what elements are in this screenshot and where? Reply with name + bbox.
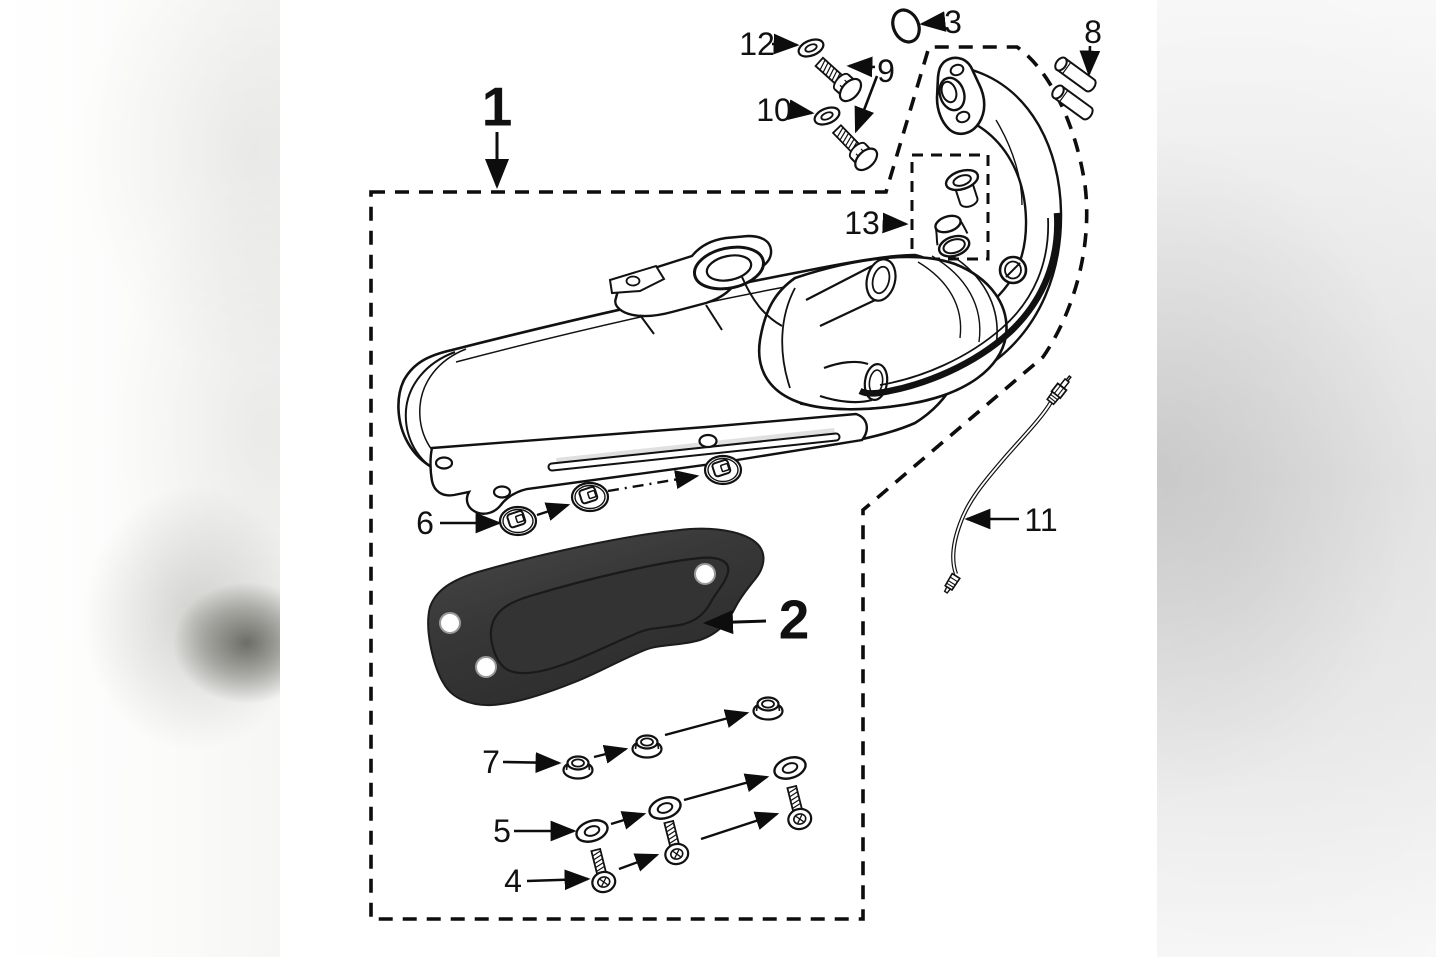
shield-hole <box>439 612 461 634</box>
flange-bolts <box>498 454 743 537</box>
arrow-9a <box>846 56 876 78</box>
plug-cap <box>934 214 971 258</box>
callout-label-7: 7 <box>482 744 500 780</box>
arrow-3 <box>919 11 947 32</box>
header-pipe <box>935 56 1063 362</box>
callout-arrows <box>440 11 1101 891</box>
plug-bushing <box>944 168 980 208</box>
exhaust-flange <box>935 56 986 136</box>
o-ring <box>891 8 921 44</box>
sensor-boss <box>998 255 1028 285</box>
callout-label-13: 13 <box>844 205 880 241</box>
washer-12 <box>797 38 825 58</box>
flat-washers <box>575 756 807 843</box>
plug-box-dashed-outline <box>910 153 990 261</box>
callout-label-2: 2 <box>778 588 810 651</box>
hanger-bracket <box>608 234 783 335</box>
shield-hole <box>475 656 497 678</box>
exhaust-studs <box>1051 56 1097 121</box>
strap-hole <box>434 456 454 470</box>
cable-connector-top <box>1046 374 1072 406</box>
rubber-grommets <box>562 696 784 780</box>
callout-label-10: 10 <box>756 92 792 128</box>
bracket-hole <box>625 275 641 287</box>
shield-hole <box>694 563 716 585</box>
washer-10 <box>813 106 841 126</box>
heat-shield <box>427 527 765 707</box>
callout-label-8: 8 <box>1084 14 1102 50</box>
arrow-9b <box>854 75 879 134</box>
cable-connector-bottom <box>943 572 961 594</box>
kit-boundary-dashed-outline <box>369 45 1089 921</box>
callout-label-4: 4 <box>504 863 522 899</box>
arrow-13 <box>882 212 909 234</box>
hex-bolts <box>814 56 879 172</box>
callout-label-6: 6 <box>416 505 434 541</box>
arrow-4 <box>526 869 591 891</box>
trumpet-pipe <box>805 258 897 327</box>
right-blur-margin <box>1157 0 1436 957</box>
strap-hole <box>698 433 718 449</box>
small-washers <box>797 38 841 126</box>
arrow-7 <box>502 752 562 773</box>
sensor-cable <box>943 374 1072 594</box>
callout-label-1: 1 <box>481 75 513 138</box>
arrow-12 <box>771 33 800 55</box>
pipe-heat-band <box>858 212 1061 397</box>
callout-label-3: 3 <box>944 4 962 40</box>
strap-hole <box>492 485 512 499</box>
shield-screws <box>590 784 813 894</box>
muffler-mounting-strap <box>429 412 868 515</box>
rubber-plugs <box>934 168 980 258</box>
callout-label-9: 9 <box>877 53 895 89</box>
callout-label-12: 12 <box>739 26 775 62</box>
arrow-2 <box>703 610 767 635</box>
left-blur-margin <box>0 0 280 957</box>
catalyst-elbow <box>757 212 1061 411</box>
callout-label-5: 5 <box>493 813 511 849</box>
arrow-8 <box>1079 45 1101 77</box>
callout-label-11: 11 <box>1024 502 1058 538</box>
arrow-10 <box>787 99 815 120</box>
